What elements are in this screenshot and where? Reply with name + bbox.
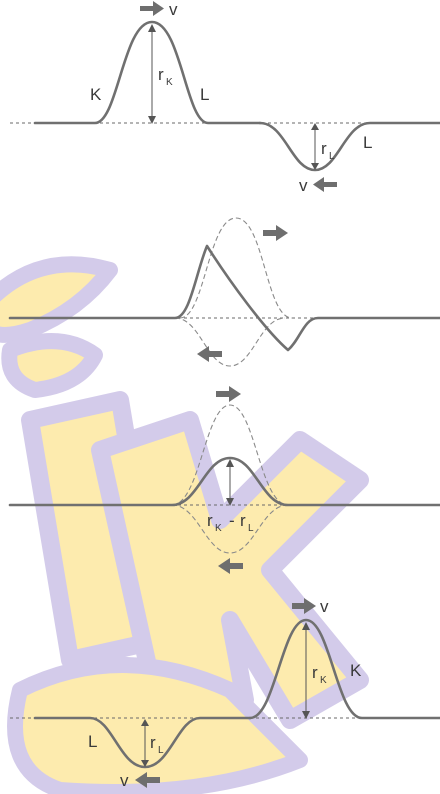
watermark-dot xyxy=(1,333,103,398)
velocity-label: v xyxy=(120,771,129,790)
watermark-base xyxy=(7,657,308,794)
watermark-logo xyxy=(0,256,369,794)
ghost-crest-3 xyxy=(171,404,289,506)
amplitude-k-marker-1: r K xyxy=(148,24,173,124)
arrow-right-3 xyxy=(216,386,241,402)
velocity-arrow-left-1: v xyxy=(299,176,337,195)
pulse-l-trough-1 xyxy=(258,121,440,172)
amplitude-l-marker-4: r L xyxy=(141,719,164,767)
panel-1-approaching: v r K K L r L L v xyxy=(10,0,440,195)
pulse-k-label: K xyxy=(90,85,102,104)
pulse-l-label: L xyxy=(200,85,209,104)
arrow-right-2 xyxy=(263,225,288,241)
amplitude-difference-marker: r K - r L xyxy=(207,459,254,534)
amplitude-k-subscript: K xyxy=(320,675,327,686)
amplitude-l-letter: r xyxy=(321,139,327,158)
amplitude-l-subscript: L xyxy=(329,151,335,162)
ghost-crest-2 xyxy=(179,217,293,319)
velocity-arrow-right-1: v xyxy=(140,0,178,19)
panel-3-superposed: r K - r L xyxy=(8,386,440,574)
difference-minus: - xyxy=(229,511,235,530)
pulse-l-trough-label: L xyxy=(363,133,372,152)
arrow-left-3 xyxy=(218,558,243,574)
amplitude-l-letter: r xyxy=(150,733,156,752)
difference-letter-1: r xyxy=(207,511,213,530)
amplitude-k-marker-4: r K xyxy=(302,622,327,719)
pulse-k-label: K xyxy=(350,661,362,680)
amplitude-k-letter: r xyxy=(158,65,164,84)
velocity-arrow-left-4: v xyxy=(120,771,160,790)
amplitude-l-marker-1: r L xyxy=(311,123,335,170)
resultant-wave-3 xyxy=(8,456,440,507)
velocity-label: v xyxy=(320,597,329,616)
resultant-wave-2 xyxy=(8,244,440,352)
difference-letter-2: r xyxy=(240,511,246,530)
watermark-swoosh xyxy=(0,256,118,343)
amplitude-k-letter: r xyxy=(312,663,318,682)
velocity-label: v xyxy=(299,176,308,195)
pulse-k-crest-1 xyxy=(33,20,262,125)
pulse-k-crest-4 xyxy=(248,618,440,720)
panel-4-separated: v r K K L r L v xyxy=(10,597,440,790)
panel-2-overlapping xyxy=(8,217,440,367)
velocity-label: v xyxy=(169,0,178,19)
amplitude-l-subscript: L xyxy=(158,745,164,756)
ghost-trough-2 xyxy=(174,317,286,367)
arrow-left-2 xyxy=(197,346,222,362)
velocity-arrow-right-4: v xyxy=(292,597,329,616)
amplitude-k-subscript: K xyxy=(166,77,173,88)
pulse-l-label: L xyxy=(88,732,97,751)
difference-subscript-l: L xyxy=(248,523,254,534)
difference-subscript-k: K xyxy=(215,523,222,534)
